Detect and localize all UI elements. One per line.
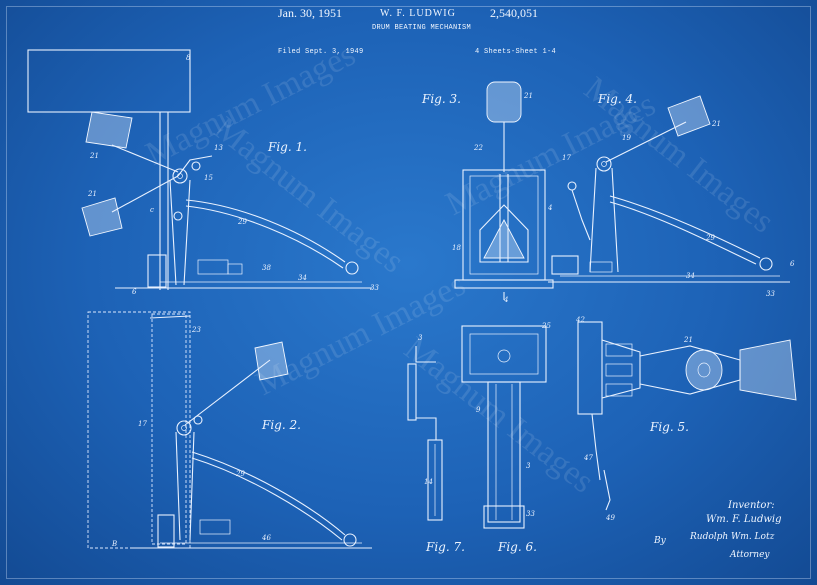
- by-label: By: [654, 536, 666, 546]
- svg-text:29: 29: [705, 234, 715, 242]
- svg-text:4: 4: [503, 296, 508, 304]
- svg-text:22: 22: [473, 144, 483, 152]
- attorney-label: Attorney: [730, 550, 770, 560]
- svg-text:49: 49: [605, 514, 615, 522]
- svg-text:9: 9: [476, 406, 481, 414]
- svg-text:15: 15: [204, 174, 213, 182]
- svg-text:13: 13: [214, 144, 223, 152]
- svg-text:c: c: [150, 206, 154, 214]
- svg-text:17: 17: [138, 420, 147, 428]
- figure-4-drawing: 21 19 17 29 34 6 33: [548, 95, 795, 298]
- svg-text:6: 6: [790, 260, 795, 268]
- inventor-signature: Wm. F. Ludwig: [706, 514, 782, 525]
- svg-text:19: 19: [622, 134, 631, 142]
- fig-2-label: Fig. 2.: [262, 418, 301, 432]
- svg-text:18: 18: [452, 244, 461, 252]
- svg-text:34: 34: [686, 272, 695, 280]
- sheet-border: [6, 6, 811, 579]
- patent-title: DRUM BEATING MECHANISM: [372, 24, 472, 32]
- svg-text:6: 6: [132, 288, 137, 296]
- svg-text:47: 47: [583, 454, 593, 462]
- inventor-label: Inventor:: [728, 500, 775, 511]
- fig-4-label: Fig. 4.: [598, 92, 637, 106]
- patent-date: Jan. 30, 1951: [278, 6, 342, 20]
- svg-text:B: B: [111, 540, 117, 548]
- fig-5-label: Fig. 5.: [650, 420, 689, 434]
- figure-3-drawing: 21 22 4 18 4: [452, 81, 554, 304]
- svg-text:21: 21: [89, 152, 99, 160]
- svg-text:21: 21: [523, 92, 533, 100]
- svg-text:3: 3: [526, 462, 531, 470]
- attorney-signature: Rudolph Wm. Lotz: [690, 532, 775, 542]
- svg-text:33: 33: [526, 510, 535, 518]
- svg-text:21: 21: [87, 190, 97, 198]
- fig-6-label: Fig. 6.: [498, 540, 537, 554]
- fig-1-label: Fig. 1.: [268, 140, 307, 154]
- fig-3-label: Fig. 3.: [422, 92, 461, 106]
- svg-text:46: 46: [261, 534, 271, 542]
- svg-text:14: 14: [424, 478, 433, 486]
- svg-text:29: 29: [235, 470, 245, 478]
- figure-7-drawing: 3 14: [407, 334, 443, 521]
- svg-text:25: 25: [541, 322, 551, 330]
- svg-text:34: 34: [298, 274, 307, 282]
- svg-text:33: 33: [766, 290, 775, 298]
- svg-text:23: 23: [191, 326, 201, 334]
- filed-date: Filed Sept. 3, 1949: [278, 48, 364, 56]
- svg-text:42: 42: [575, 316, 585, 324]
- svg-text:21: 21: [683, 336, 693, 344]
- svg-text:3: 3: [418, 334, 423, 342]
- sheet-count: 4 Sheets-Sheet 1-4: [475, 48, 557, 56]
- svg-text:33: 33: [370, 284, 379, 292]
- inventor-name: W. F. LUDWIG: [380, 8, 456, 19]
- figure-6-drawing: 25 9 3 33: [461, 322, 551, 529]
- svg-text:38: 38: [262, 264, 271, 272]
- figure-1-drawing: 8 21 21 c 29 38 34 33 6 13 15: [27, 49, 379, 296]
- fig-7-label: Fig. 7.: [426, 540, 465, 554]
- svg-text:29: 29: [237, 218, 247, 226]
- patent-number: 2,540,051: [490, 6, 538, 20]
- svg-text:8: 8: [186, 54, 191, 62]
- svg-text:17: 17: [562, 154, 571, 162]
- svg-text:4: 4: [547, 204, 552, 212]
- figure-5-drawing: 42 21 47 49: [575, 316, 797, 522]
- figure-2-drawing: 23 17 29 46 B: [87, 311, 372, 549]
- svg-text:21: 21: [711, 120, 721, 128]
